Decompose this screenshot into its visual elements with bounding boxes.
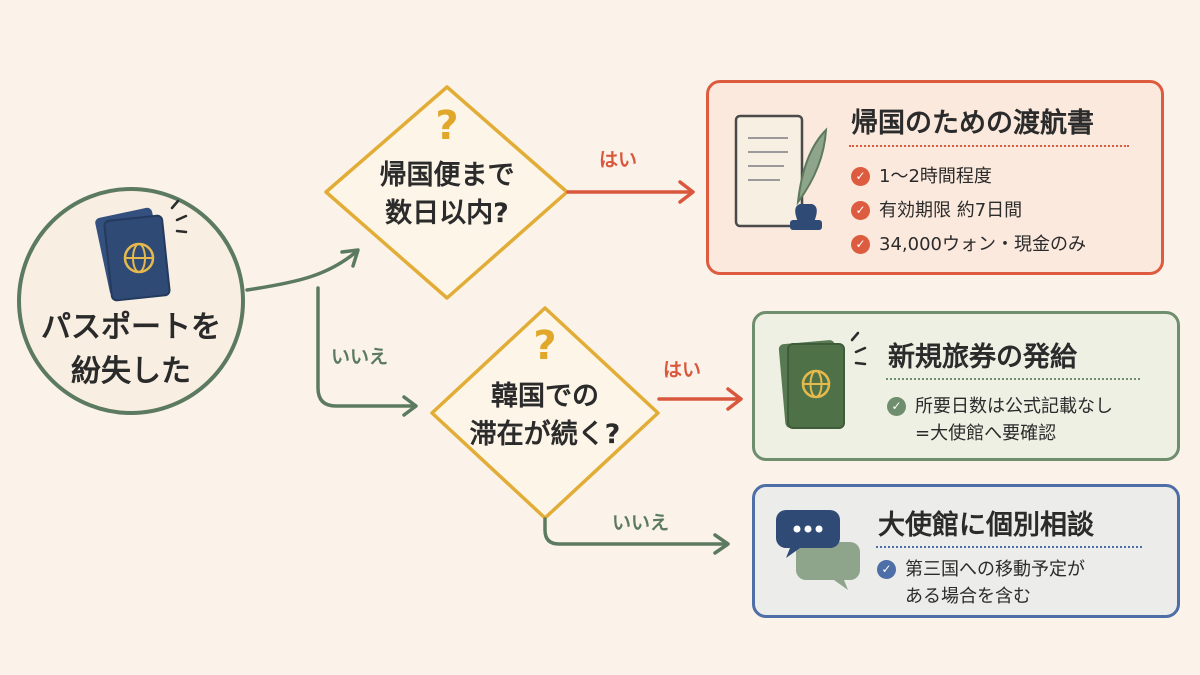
decision-2-line-1: 韓国での (491, 381, 599, 412)
check-icon: ✓ (851, 201, 870, 220)
decision-1-line-2: 数日以内? (385, 198, 509, 229)
decision-1-label: 帰国便まで 数日以内? (337, 157, 557, 233)
connector-start-to-d1 (245, 250, 358, 292)
green-passport-icon (778, 331, 867, 429)
decision-1-question-mark: ? (435, 103, 459, 149)
list-item: ✓ 34,000ウォン・現金のみ (851, 231, 1086, 258)
connector-start-to-d2 (316, 286, 416, 408)
chat-bubbles-icon (776, 510, 860, 590)
outcome-travel-document-divider (849, 145, 1129, 147)
decision-1-line-1: 帰国便まで (379, 160, 515, 191)
check-icon: ✓ (887, 397, 906, 416)
arrowhead-d2-no (713, 533, 730, 555)
arrowhead-d1-yes (678, 180, 695, 204)
arrowhead-start-to-d1 (340, 248, 360, 268)
decision-2-line-2: 滞在が続く? (469, 419, 621, 450)
outcome-new-passport-divider (886, 378, 1140, 380)
list-item: ✓ 所要日数は公式記載なし =大使館へ要確認 (887, 393, 1113, 447)
edge-label-d1-yes: はい (599, 149, 638, 171)
edge-label-d2-yes: はい (663, 359, 702, 381)
list-item-line-2: =大使館へ要確認 (915, 423, 1057, 444)
list-item-line-2: ある場合を含む (905, 586, 1031, 607)
list-item-line-1: 所要日数は公式記載なし (915, 396, 1113, 417)
list-item-text: 有効期限 約7日間 (879, 200, 1023, 221)
start-label: パスポートを 紛失した (17, 306, 245, 394)
edge-label-d2-no: いいえ (612, 512, 670, 534)
decision-2-label: 韓国での 滞在が続く? (430, 378, 660, 454)
document-quill-icon (734, 114, 828, 230)
outcome-consult-divider (876, 546, 1142, 548)
connector-d2-no (543, 517, 727, 546)
list-item: ✓ 1〜2時間程度 (851, 163, 1086, 190)
start-label-line-2: 紛失した (71, 354, 191, 389)
passport-icon (95, 199, 188, 302)
list-item-line-1: 第三国への移動予定が (905, 559, 1085, 580)
list-item-text: 1〜2時間程度 (879, 166, 992, 187)
list-item-text: 34,000ウォン・現金のみ (879, 234, 1086, 255)
decision-1-diamond (324, 85, 569, 300)
list-item-text: 所要日数は公式記載なし =大使館へ要確認 (915, 393, 1113, 447)
outcome-travel-document-card (706, 80, 1164, 275)
list-item: ✓ 有効期限 約7日間 (851, 197, 1086, 224)
edge-label-start-no: いいえ (331, 346, 389, 368)
outcome-new-passport-title: 新規旅券の発給 (888, 342, 1077, 373)
start-label-line-1: パスポートを (41, 310, 221, 345)
arrowhead-d2-yes (726, 387, 743, 411)
check-icon: ✓ (851, 235, 870, 254)
outcome-consult-title: 大使館に個別相談 (878, 510, 1094, 541)
check-icon: ✓ (851, 167, 870, 186)
check-icon: ✓ (877, 560, 896, 579)
outcome-travel-document-title: 帰国のための渡航書 (851, 108, 1094, 139)
decision-2-question-mark: ? (533, 323, 557, 369)
list-item: ✓ 第三国への移動予定が ある場合を含む (877, 556, 1085, 610)
list-item-text: 第三国への移動予定が ある場合を含む (905, 556, 1085, 610)
arrowhead-start-to-d2 (402, 395, 418, 417)
outcome-travel-document-list: ✓ 1〜2時間程度 ✓ 有効期限 約7日間 ✓ 34,000ウォン・現金のみ (851, 163, 1086, 258)
